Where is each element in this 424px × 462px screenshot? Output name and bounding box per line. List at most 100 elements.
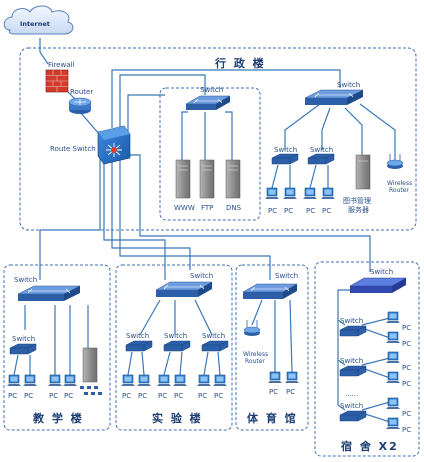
switch-admin-servers-label: Switch xyxy=(200,86,223,94)
switch-teaching-main-label: Switch xyxy=(14,276,37,284)
pc-icon xyxy=(7,374,21,386)
zone-teaching-box xyxy=(3,264,111,431)
small-switch-lab-1-label: Switch xyxy=(126,332,149,340)
server-library-icon xyxy=(355,154,371,190)
pc-icon xyxy=(321,187,335,199)
pc-icon xyxy=(386,417,400,429)
router-icon: Router xyxy=(68,88,93,114)
small-switch-dorm-2-label: Switch xyxy=(340,357,363,365)
internet-cloud: Internet xyxy=(3,5,74,35)
small-switch-dorm-3-label: Switch xyxy=(340,402,363,410)
pc-label: PC xyxy=(286,388,295,396)
pc-icon xyxy=(63,374,77,386)
switch-gym-main xyxy=(242,283,298,299)
pc-icon xyxy=(23,374,37,386)
pc-label: PC xyxy=(8,392,17,400)
pc-label: PC xyxy=(402,340,411,348)
pc-icon xyxy=(121,374,135,386)
pc-icon xyxy=(48,374,62,386)
pc-icon xyxy=(386,371,400,383)
pc-label: PC xyxy=(284,207,293,215)
switch-admin-main-label: Switch xyxy=(337,81,360,89)
pc-label: PC xyxy=(214,392,223,400)
pc-label: PC xyxy=(268,207,277,215)
pc-icon xyxy=(197,374,211,386)
server-teaching-icon xyxy=(80,347,102,395)
server-www-label: WWW xyxy=(174,204,195,212)
firewall-icon: Firewall xyxy=(45,61,74,93)
small-switch-teaching-label: Switch xyxy=(12,335,35,343)
server-ftp-icon xyxy=(199,159,215,199)
small-switch-lab-2-label: Switch xyxy=(164,332,187,340)
pc-icon xyxy=(303,187,317,199)
switch-lab-main xyxy=(155,281,213,297)
server-www-icon xyxy=(175,159,191,199)
wireless-router-admin-icon xyxy=(386,154,404,169)
pc-icon xyxy=(213,374,227,386)
wireless-router-gym-label-1: Wireless xyxy=(243,351,268,358)
wireless-router-gym-label-2: Router xyxy=(245,358,265,365)
pc-icon xyxy=(268,371,282,383)
server-dns-label: DNS xyxy=(226,204,242,212)
small-switches xyxy=(9,153,367,422)
links xyxy=(13,38,396,423)
pc-icon xyxy=(137,374,151,386)
wireless-router-admin-label-1: Wireless xyxy=(387,180,412,187)
pc-label: PC xyxy=(306,207,315,215)
pc-icon xyxy=(386,397,400,409)
pc-label: PC xyxy=(122,392,131,400)
zone-admin-title: 行 政 楼 xyxy=(214,56,266,70)
pc-label: PC xyxy=(64,392,73,400)
pc-label: PC xyxy=(24,392,33,400)
route-switch-icon: Route Switch xyxy=(50,125,131,165)
pc-label: PC xyxy=(402,324,411,332)
pc-label: PC xyxy=(158,392,167,400)
wireless-router-admin-label-2: Router xyxy=(389,187,409,194)
zone-admin-server-box xyxy=(159,87,261,221)
switch-lab-main-label: Switch xyxy=(190,272,213,280)
pc-label: PC xyxy=(402,380,411,388)
zone-teaching-title: 教 学 楼 xyxy=(32,411,84,425)
pc-label: PC xyxy=(402,426,411,434)
server-library-label-1: 图书管理 xyxy=(343,196,371,205)
pc-icon xyxy=(157,374,171,386)
pc-icon xyxy=(265,187,279,199)
switch-dorm-main xyxy=(349,277,407,293)
switch-admin-servers xyxy=(185,95,231,110)
pc-icon xyxy=(386,331,400,343)
small-switch-lab-3-label: Switch xyxy=(202,332,225,340)
zone-admin-box xyxy=(19,47,417,231)
dorm-ellipsis: ...... xyxy=(345,390,358,398)
switch-admin-main xyxy=(304,89,364,105)
zone-gym-title: 体 育 馆 xyxy=(247,411,298,425)
pc-label: PC xyxy=(322,207,331,215)
zone-dorm-box xyxy=(314,261,420,457)
server-ftp-label: FTP xyxy=(201,204,213,212)
wireless-router-gym-icon xyxy=(243,320,261,336)
pc-label: PC xyxy=(402,364,411,372)
server-library-label-2: 服务器 xyxy=(348,205,369,214)
pc-icon xyxy=(173,374,187,386)
switch-teaching-main xyxy=(17,285,81,301)
server-dns-icon xyxy=(225,159,241,199)
small-switch-dorm-1-label: Switch xyxy=(340,317,363,325)
route-switch-label: Route Switch xyxy=(50,145,96,153)
pc-label: PC xyxy=(138,392,147,400)
firewall-label: Firewall xyxy=(48,61,74,69)
pc-label: PC xyxy=(174,392,183,400)
internet-label: Internet xyxy=(20,20,50,28)
pc-icon xyxy=(283,187,297,199)
pc-label: PC xyxy=(269,388,278,396)
switch-dorm-main-label: Switch xyxy=(370,268,393,276)
switch-gym-main-label: Switch xyxy=(275,272,298,280)
pc-icon xyxy=(285,371,299,383)
pc-label: PC xyxy=(49,392,58,400)
pc-label: PC xyxy=(402,410,411,418)
pc-icon xyxy=(386,351,400,363)
pc-icon xyxy=(386,311,400,323)
small-switch-admin-1-label: Switch xyxy=(274,146,297,154)
zone-gym-box xyxy=(235,264,309,431)
pc-layer: PC PC PC PC PC PC PC PC PC PC PC PC PC PC PC PC PC PC PC PC… xyxy=(7,187,411,434)
